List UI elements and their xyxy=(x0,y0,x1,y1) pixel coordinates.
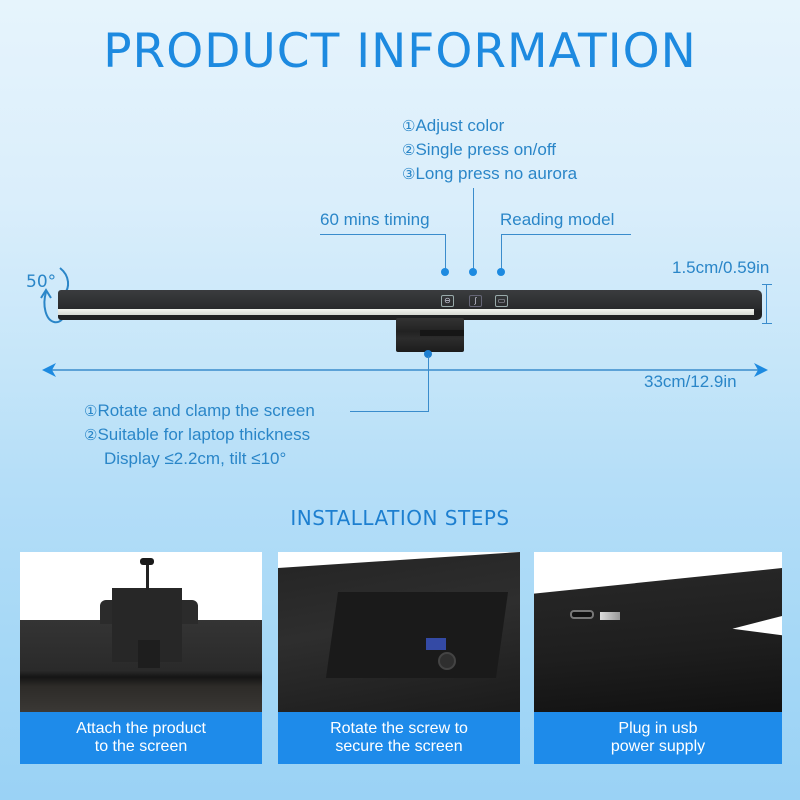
led-strip xyxy=(58,309,754,315)
height-tick-top xyxy=(762,284,772,285)
clamp-note-detail: Display ≤2.2cm, tilt ≤10° xyxy=(104,449,287,468)
timer-icon: ⊖ xyxy=(441,295,454,307)
height-line xyxy=(766,284,767,324)
length-label: 33cm/12.9in xyxy=(644,372,737,391)
step-1-caption: Attach the product to the screen xyxy=(20,712,262,764)
power-color-icon: ∫ xyxy=(469,295,482,307)
height-tick-bottom xyxy=(762,323,772,324)
clamp-note-2: ②Suitable for laptop thickness xyxy=(84,425,311,444)
leader-line-clamp-v xyxy=(428,356,429,412)
rotation-label: 50° xyxy=(26,272,57,292)
step-3-image xyxy=(534,552,782,712)
step-1-image xyxy=(20,552,262,712)
leader-dot-timing xyxy=(441,268,449,276)
screw-icon xyxy=(426,638,446,650)
step-panel-2: Rotate the screw to secure the screen xyxy=(278,552,520,764)
button-note-3: ③Long press no aurora xyxy=(402,164,578,183)
clamp-note-1: ①Rotate and clamp the screen xyxy=(84,401,315,420)
reading-mode-icon: ▭ xyxy=(495,295,508,307)
button-note-1: ①Adjust color xyxy=(402,116,505,135)
page-title: PRODUCT INFORMATION xyxy=(103,24,697,79)
step-2-image xyxy=(278,552,520,712)
height-label: 1.5cm/0.59in xyxy=(672,258,770,277)
usb-plug-icon xyxy=(600,612,620,620)
step-3-caption: Plug in usb power supply xyxy=(534,712,782,764)
leader-line-center xyxy=(473,188,474,272)
leader-line-reading-v xyxy=(501,234,502,272)
usb-port-icon xyxy=(570,610,594,619)
leader-line-timing-h xyxy=(320,234,446,235)
step-2-caption: Rotate the screw to secure the screen xyxy=(278,712,520,764)
reading-label: Reading model xyxy=(500,210,615,229)
step-panel-1: Attach the product to the screen xyxy=(20,552,262,764)
leader-dot-reading xyxy=(497,268,505,276)
light-bar: ⊖ ∫ ▭ xyxy=(58,290,762,320)
leader-line-clamp-h xyxy=(350,411,429,412)
clamp-slot xyxy=(420,330,464,336)
installation-title: INSTALLATION STEPS xyxy=(290,506,510,530)
leader-line-timing-v xyxy=(445,234,446,272)
clamp-dot xyxy=(424,350,432,358)
length-arrow-icon xyxy=(42,363,768,377)
step-panel-3: Plug in usb power supply xyxy=(534,552,782,764)
screen-clamp xyxy=(396,318,464,352)
button-note-2: ②Single press on/off xyxy=(402,140,556,159)
leader-line-reading-h xyxy=(501,234,631,235)
leader-dot-center xyxy=(469,268,477,276)
timing-label: 60 mins timing xyxy=(320,210,430,229)
